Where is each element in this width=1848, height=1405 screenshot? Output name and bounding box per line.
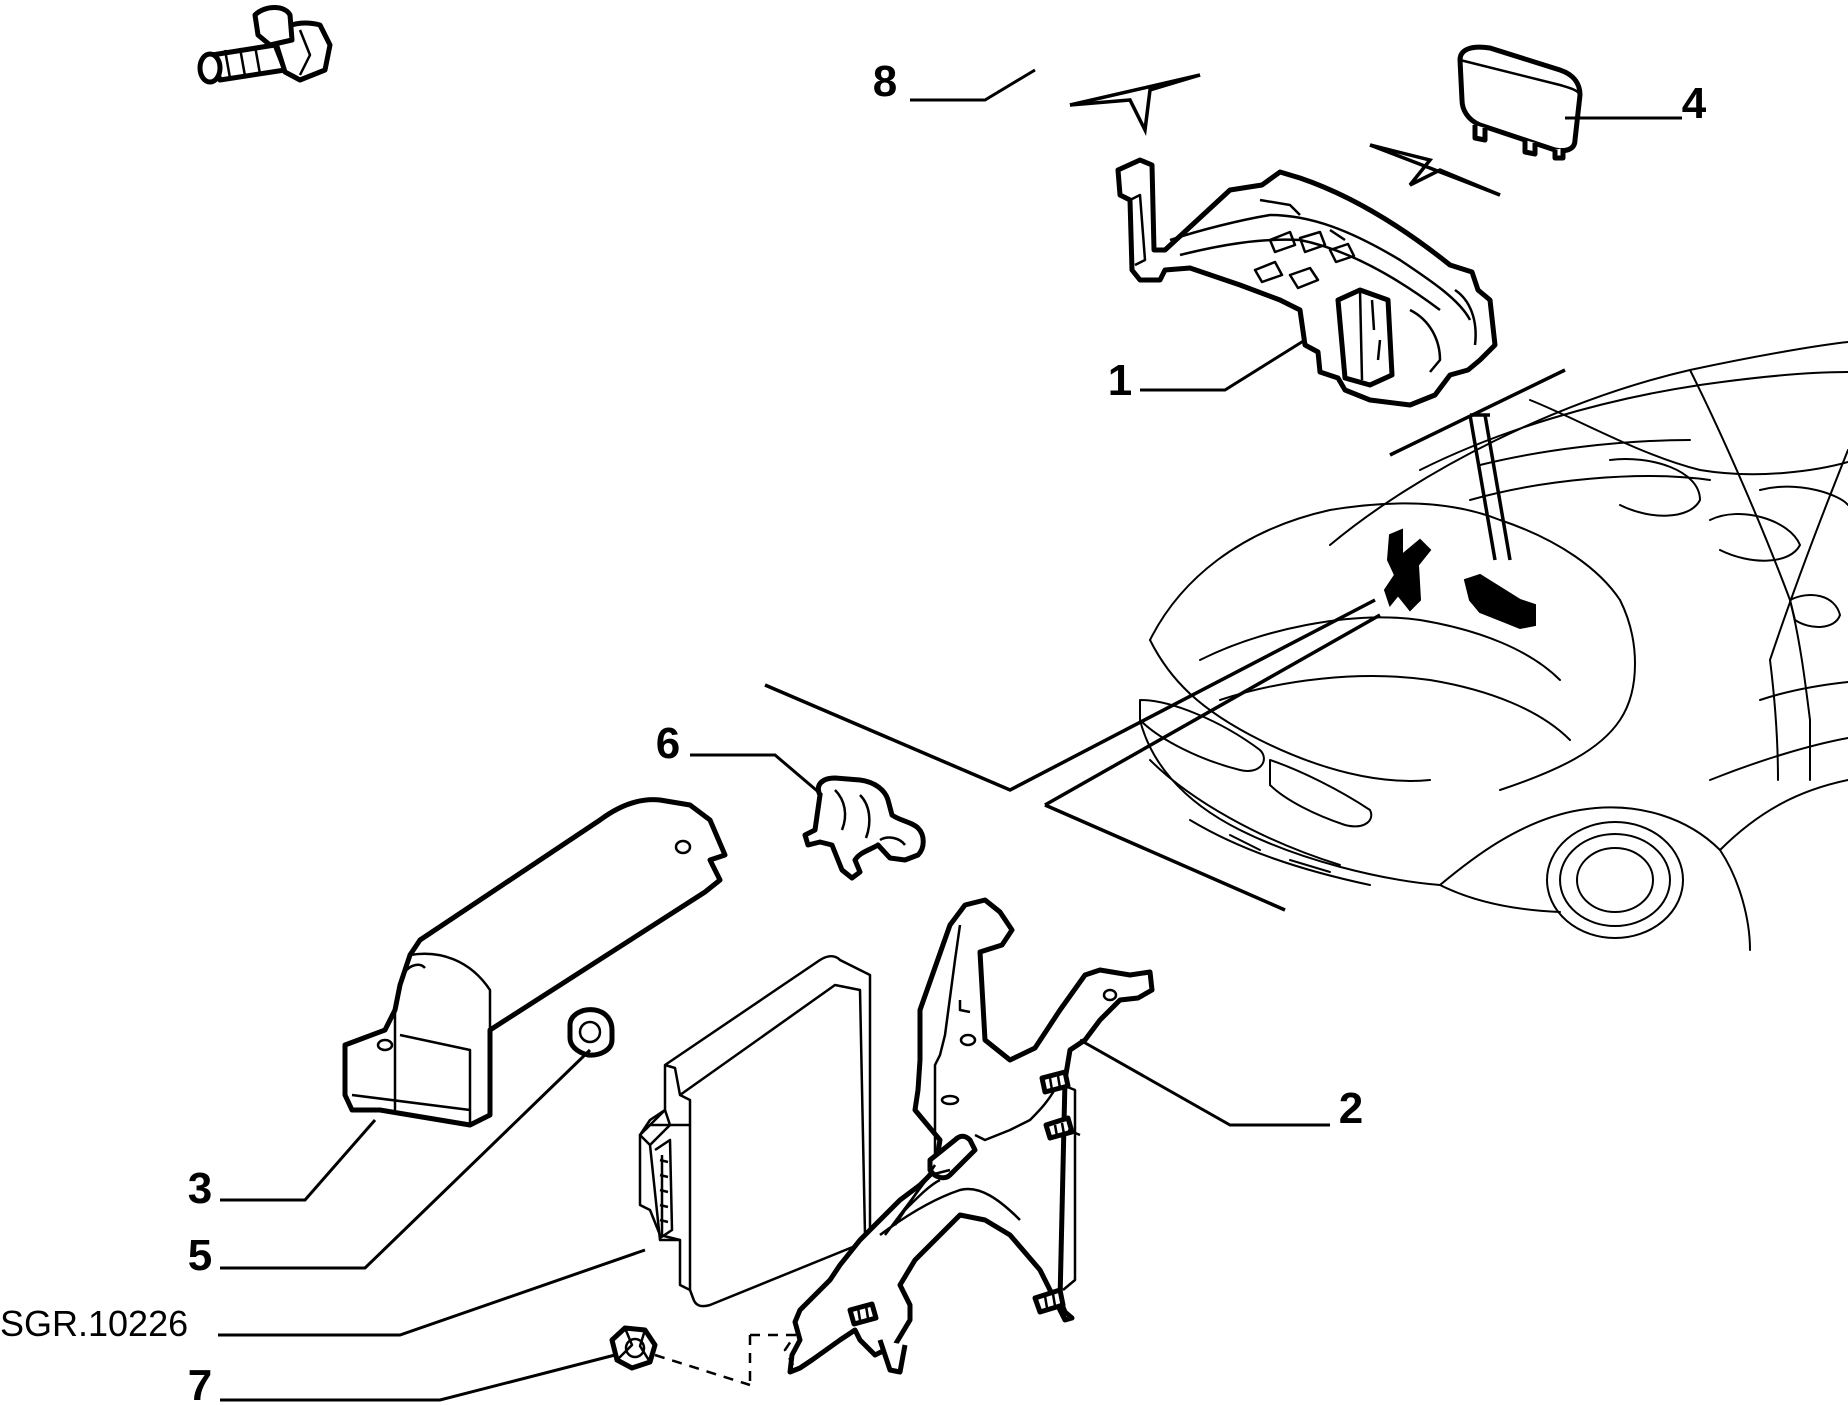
callout-8: 8: [873, 57, 897, 106]
assembly-connector-lines: [764, 73, 1566, 912]
reference-code: SGR.10226: [0, 1303, 188, 1344]
spacer-nut-part: [567, 1007, 615, 1058]
leader-7: [220, 1353, 616, 1402]
callout-1: 1: [1108, 356, 1132, 405]
relay-part: [1457, 44, 1583, 161]
cable-clip-part: [802, 775, 926, 881]
hex-nut-part: [609, 1325, 798, 1387]
leader-1: [1140, 338, 1306, 392]
callout-3: 3: [188, 1164, 212, 1213]
callout-6: 6: [656, 719, 680, 768]
callout-labels: 8 4 1 6 2 3 5 SGR.10226 7: [0, 57, 1707, 1405]
callout-2: 2: [1339, 1084, 1363, 1133]
ecu-cover-part: [342, 797, 728, 1128]
leader-2: [1079, 1038, 1330, 1127]
flange-bolt-part: [197, 5, 333, 85]
callout-7: 7: [188, 1361, 212, 1405]
callout-leaders: [218, 68, 1682, 1402]
car-illustration: [1139, 341, 1848, 951]
ecu-mounting-plate-part: [787, 897, 1155, 1375]
ecu-module: [638, 955, 872, 1308]
leader-ref: [218, 1248, 646, 1337]
leader-5: [220, 1048, 592, 1270]
callout-5: 5: [188, 1231, 212, 1280]
leader-6: [690, 753, 823, 797]
leader-3: [220, 1119, 377, 1202]
callout-4: 4: [1682, 79, 1707, 128]
upper-bracket-part: [1115, 157, 1498, 408]
leader-8: [910, 68, 1036, 102]
